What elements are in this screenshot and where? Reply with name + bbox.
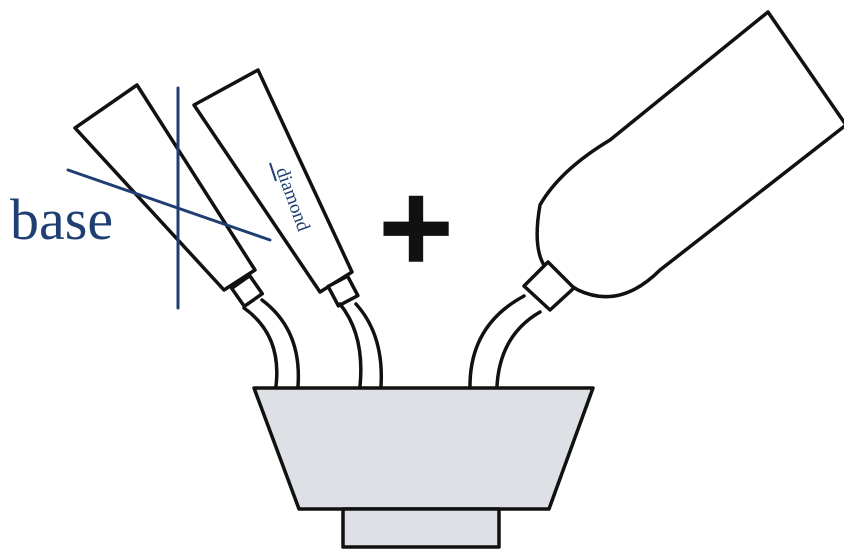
bowl-base bbox=[343, 509, 499, 547]
stream-bottle-inner bbox=[497, 312, 540, 386]
base-label: base bbox=[10, 187, 113, 252]
stream-base-outer bbox=[244, 308, 277, 386]
bottle-body bbox=[537, 12, 844, 297]
stream-diamond-outer bbox=[340, 304, 361, 386]
stream-base-inner bbox=[262, 300, 298, 386]
mixing-bowl bbox=[254, 388, 593, 547]
plus-sign: + bbox=[378, 154, 454, 300]
pour-streams bbox=[244, 296, 540, 386]
bottle bbox=[524, 12, 844, 310]
bowl-body bbox=[254, 388, 593, 509]
